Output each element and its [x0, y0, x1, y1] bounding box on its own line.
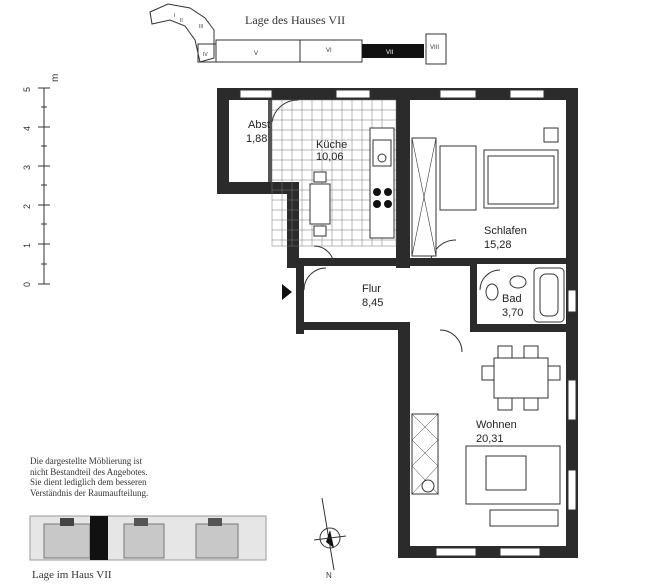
site-plan-label-viii: VIII: [430, 45, 439, 51]
walls: [217, 88, 578, 558]
site-plan-label-iii: III: [199, 24, 203, 30]
desk: [439, 145, 477, 211]
room-name-abst: Abst: [248, 119, 270, 131]
site-plan-block-vii-highlight: [362, 44, 424, 58]
coffee-table: [485, 455, 527, 491]
room-area-flur: 8,45: [362, 297, 383, 309]
entrance-arrow-icon: [282, 284, 292, 300]
scale-tick-3: 3: [22, 165, 32, 170]
site-plan-label-iv: IV: [203, 52, 208, 58]
house-location-highlight: [90, 516, 108, 560]
scale-tick-4: 4: [22, 126, 32, 131]
scale-unit: m: [50, 74, 61, 82]
bedroom-furniture: [411, 127, 559, 257]
site-plan-wing-left: [149, 3, 215, 63]
room-name-flur: Flur: [362, 283, 381, 295]
kitchen-table: [309, 183, 331, 225]
scale-tick-0: 0: [22, 282, 32, 287]
stove-icon: [373, 188, 381, 196]
site-plan-label-ii: II: [180, 18, 183, 24]
site-plan-label-vi: VI: [326, 48, 332, 54]
location-title: Lage des Hauses VII: [245, 13, 345, 27]
sink-icon: [372, 139, 392, 167]
room-name-bad: Bad: [502, 293, 522, 305]
bathtub: [533, 267, 565, 323]
kitchen-fixtures: [309, 127, 395, 239]
scale-tick-5: 5: [22, 87, 32, 92]
room-name-schlafen: Schlafen: [484, 225, 527, 237]
scale-tick-2: 2: [22, 204, 32, 209]
room-name-wohnen: Wohnen: [476, 419, 517, 431]
disclaimer-line: Verständnis der Raumaufteilung.: [30, 487, 149, 498]
dining-table: [493, 357, 549, 399]
room-area-schlafen: 15,28: [484, 239, 512, 251]
room-area-bad: 3,70: [502, 307, 523, 319]
toilet: [485, 283, 499, 301]
house-location-plan: [29, 515, 267, 561]
site-plan-label-v: V: [254, 51, 258, 57]
scale-tick-1: 1: [22, 243, 32, 248]
furnishing-disclaimer: Die dargestellte Möblierung ist nicht Be…: [30, 456, 190, 498]
living-room-furniture: [411, 345, 561, 527]
room-area-wohnen: 20,31: [476, 433, 504, 445]
windows: [239, 89, 577, 557]
scale-bar: 0 1 2 3 4 5 m: [22, 74, 61, 287]
washbasin: [509, 275, 527, 289]
disclaimer-line: nicht Bestandteil des Angebotes.: [30, 466, 148, 477]
room-name-kueche: Küche: [316, 139, 347, 151]
doors: [271, 99, 501, 353]
disclaimer-line: Die dargestellte Möblierung ist: [30, 456, 143, 466]
site-plan-block-viii: [425, 33, 447, 65]
compass-icon: N: [313, 497, 347, 580]
abst-partition: [268, 100, 272, 182]
site-plan-label-i: I: [174, 13, 175, 19]
disclaimer-line: Sie dient lediglich dem besseren: [30, 477, 147, 487]
site-plan: I II III IV V VI VII VIII: [149, 3, 447, 65]
house-location-caption: Lage im Haus VII: [32, 569, 112, 581]
compass-label: N: [326, 571, 332, 580]
room-area-kueche: 10,06: [316, 151, 344, 163]
bathroom-fixtures: [485, 267, 565, 323]
bed: [483, 149, 559, 209]
site-plan-label-vii: VII: [386, 50, 394, 56]
room-area-abst: 1,88: [246, 133, 267, 145]
